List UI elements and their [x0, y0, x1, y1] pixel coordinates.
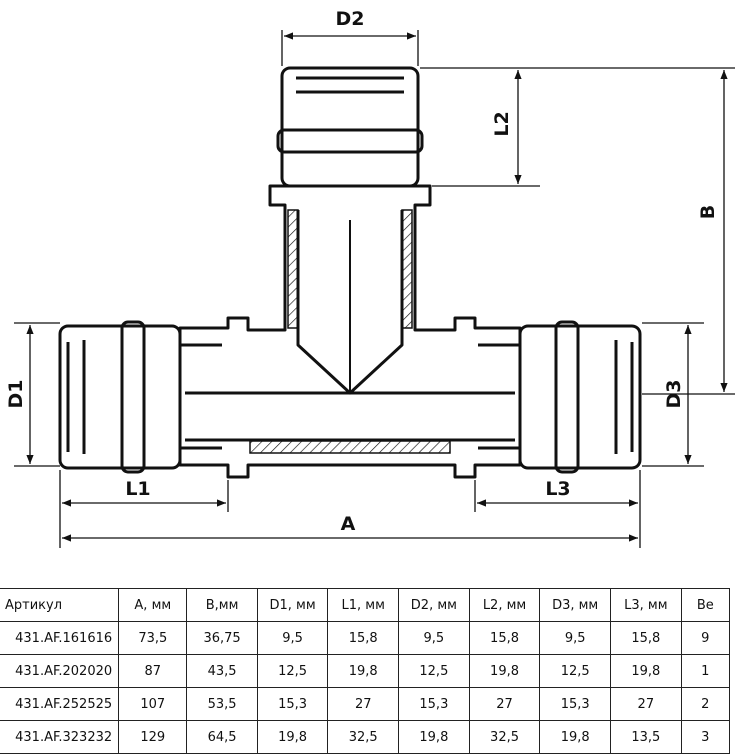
table-cell: 9,5 [398, 621, 470, 655]
table-cell: 53,5 [186, 687, 258, 721]
label-d3: D3 [663, 380, 685, 409]
table-cell: 73,5 [118, 621, 188, 655]
column-header: A, мм [118, 588, 188, 622]
table-cell: 15,3 [256, 687, 329, 721]
table-cell: 107 [118, 687, 188, 721]
table-cell: 36,75 [186, 621, 258, 655]
table-cell: 87 [118, 654, 188, 688]
column-header: B,мм [186, 588, 258, 622]
table-row: 431.AF.161616 73,5 36,75 9,5 15,8 9,5 15… [0, 621, 731, 655]
spec-table: Артикул A, мм B,мм D1, мм L1, мм D2, мм … [0, 588, 731, 754]
label-b: B [697, 205, 719, 219]
table-cell: 431.AF.252525 [0, 687, 120, 721]
label-d2: D2 [336, 8, 365, 30]
label-a: A [341, 513, 356, 535]
table-cell: 9,5 [256, 621, 329, 655]
table-cell: 15,8 [610, 621, 682, 655]
column-header: L1, мм [327, 588, 400, 622]
table-cell: 27 [610, 687, 682, 721]
table-cell: 15,3 [539, 687, 612, 721]
table-cell: 19,8 [398, 720, 470, 754]
column-header: D1, мм [256, 588, 329, 622]
table-cell: 64,5 [186, 720, 258, 754]
table-cell: 19,8 [610, 654, 682, 688]
table-cell: 15,8 [468, 621, 541, 655]
table-cell: 3 [680, 720, 731, 754]
table-cell: 43,5 [186, 654, 258, 688]
table-cell: 431.AF.161616 [0, 621, 120, 655]
table-row: 431.AF.252525 107 53,5 15,3 27 15,3 27 1… [0, 687, 731, 721]
table-cell: 19,8 [468, 654, 541, 688]
table-cell: 9 [680, 621, 731, 655]
column-header: D2, мм [398, 588, 470, 622]
table-cell: 129 [118, 720, 188, 754]
table-cell: 15,3 [398, 687, 470, 721]
table-cell: 9,5 [539, 621, 612, 655]
table-cell: 1 [680, 654, 731, 688]
label-l3: L3 [545, 478, 570, 500]
table-row: 431.AF.323232 129 64,5 19,8 32,5 19,8 32… [0, 720, 731, 754]
table-cell: 2 [680, 687, 731, 721]
table-cell: 27 [468, 687, 541, 721]
section-hatching [249, 209, 451, 454]
column-header: Ве [680, 588, 731, 622]
table-cell: 27 [327, 687, 400, 721]
column-header: D3, мм [539, 588, 612, 622]
label-d1: D1 [5, 380, 27, 409]
table-cell: 19,8 [539, 720, 612, 754]
column-header: L3, мм [610, 588, 682, 622]
table-cell: 32,5 [327, 720, 400, 754]
table-cell: 431.AF.323232 [0, 720, 120, 754]
tee-fitting-drawing: D2 L2 B D1 D3 L1 L3 A [5, 8, 735, 548]
table-row: 431.AF.202020 87 43,5 12,5 19,8 12,5 19,… [0, 654, 731, 688]
column-header: L2, мм [468, 588, 541, 622]
table-cell: 12,5 [398, 654, 470, 688]
table-header-row: Артикул A, мм B,мм D1, мм L1, мм D2, мм … [0, 588, 731, 622]
dimension-lines [14, 30, 735, 548]
table-cell: 19,8 [256, 720, 329, 754]
table-cell: 12,5 [256, 654, 329, 688]
table-cell: 32,5 [468, 720, 541, 754]
table-cell: 13,5 [610, 720, 682, 754]
table-cell: 15,8 [327, 621, 400, 655]
label-l1: L1 [125, 478, 150, 500]
tee-body [58, 66, 642, 479]
dimension-labels: D2 L2 B D1 D3 L1 L3 A [5, 8, 719, 535]
table-cell: 19,8 [327, 654, 400, 688]
column-header: Артикул [0, 588, 120, 622]
table-cell: 12,5 [539, 654, 612, 688]
label-l2: L2 [491, 111, 513, 136]
table-cell: 431.AF.202020 [0, 654, 120, 688]
